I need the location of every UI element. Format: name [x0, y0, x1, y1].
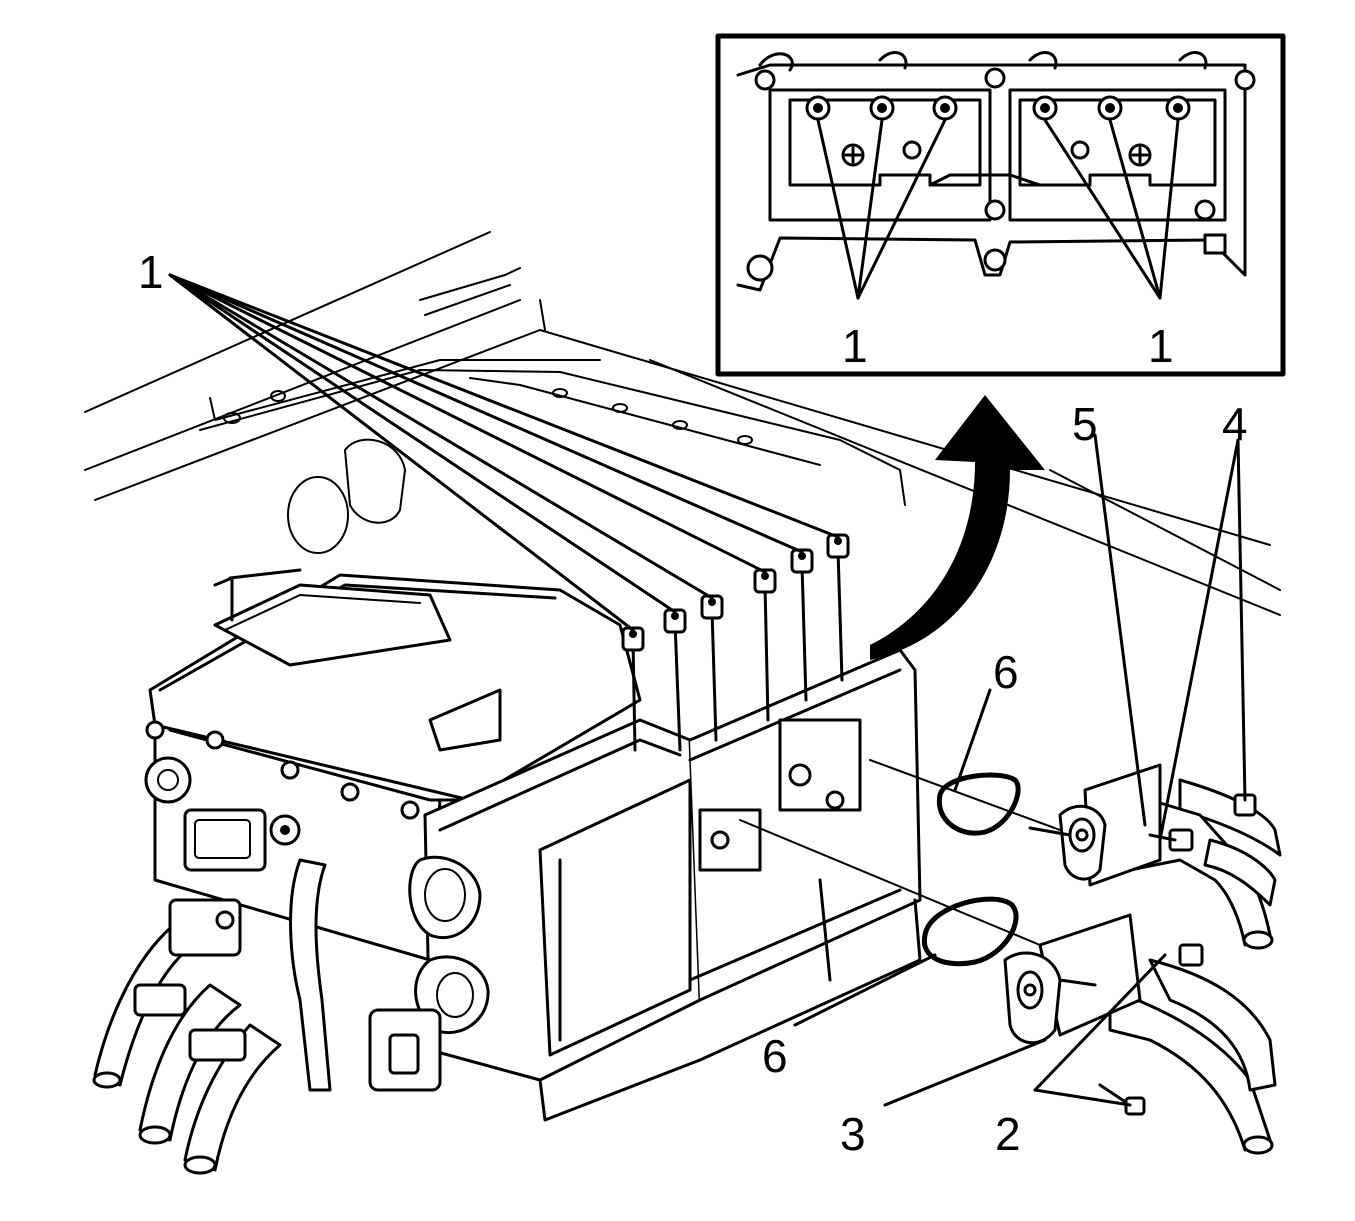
callout-5: 5 [1072, 398, 1098, 450]
leader-lines-items-2-6 [793, 433, 1247, 1107]
callout-6-lower: 6 [762, 1030, 788, 1082]
leader-lines-item-1 [168, 273, 840, 632]
callout-6-upper: 6 [993, 646, 1019, 698]
inset-leader-lines [816, 118, 1180, 300]
o-ring-lower [921, 896, 1019, 967]
bolt-1b [663, 608, 687, 752]
bolt-1e [790, 548, 814, 702]
alignment-lines [739, 759, 1061, 946]
bolt-1f [826, 533, 850, 682]
callout-1-inset-right: 1 [1148, 320, 1174, 372]
callout-labels: 1 1 1 5 4 6 6 3 2 [138, 246, 1248, 1160]
inset-view-box [715, 33, 1286, 377]
left-coolant-hoses [92, 858, 332, 1175]
view-arrow [870, 395, 1045, 660]
upper-coolant-fitting [1028, 763, 1282, 950]
bolt-1d [753, 568, 777, 722]
o-ring-seals [921, 772, 1021, 967]
retaining-bolts-main [621, 533, 850, 752]
inverter-module-housing [144, 568, 642, 962]
bolt-1a [621, 626, 645, 752]
o-ring-upper [936, 772, 1021, 836]
inset-screws [746, 67, 1256, 282]
callout-4: 4 [1222, 398, 1248, 450]
callout-1-inset-left: 1 [842, 320, 868, 372]
callout-2: 2 [995, 1108, 1021, 1160]
bolt-1c [700, 594, 724, 742]
inverter-lower-tray [368, 648, 922, 1122]
callout-3: 3 [840, 1108, 866, 1160]
callout-1-main: 1 [138, 246, 164, 298]
lower-coolant-fitting [1003, 913, 1277, 1155]
